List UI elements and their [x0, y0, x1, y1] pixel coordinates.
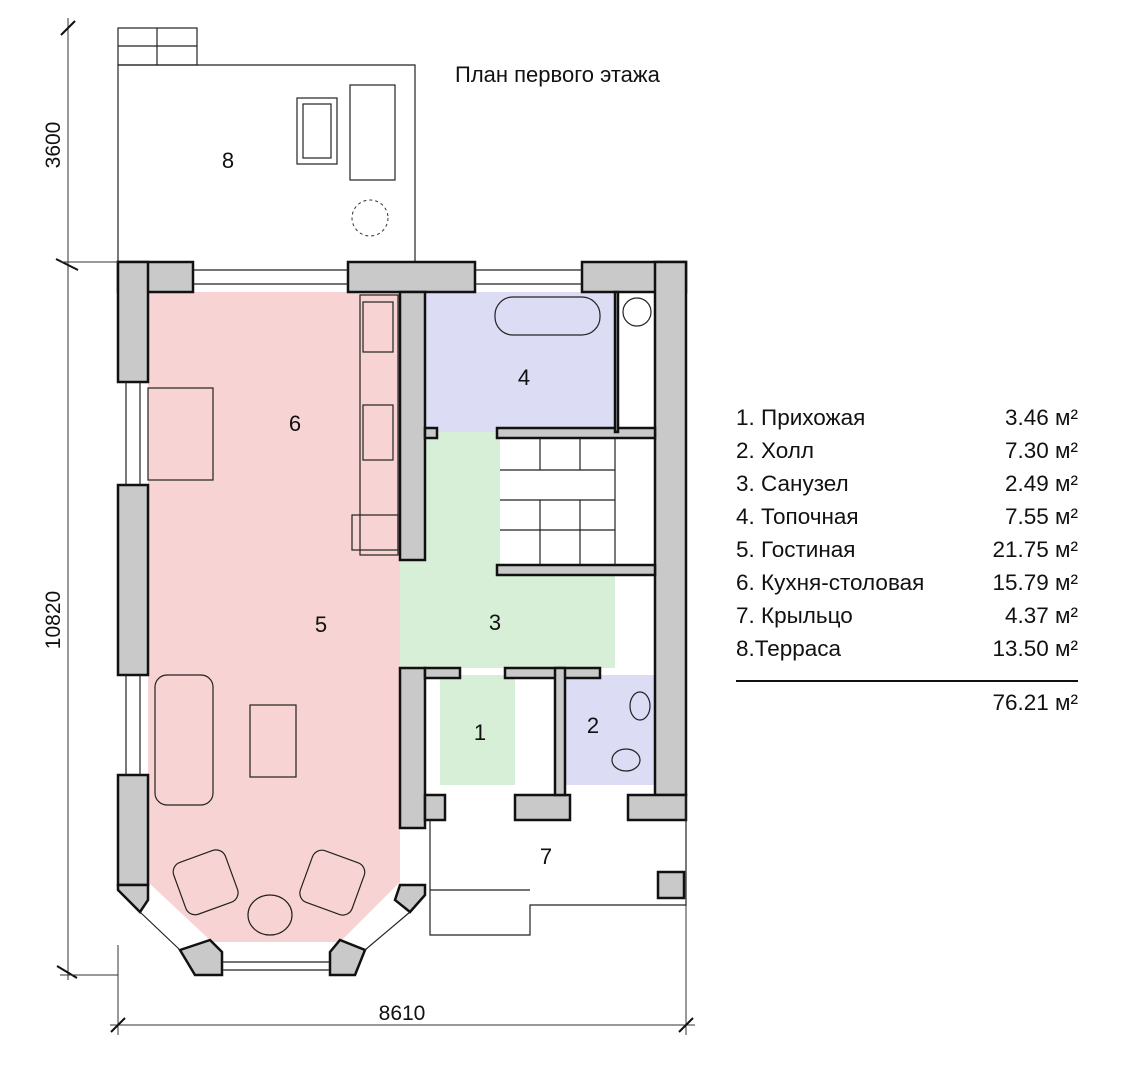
legend-divider	[736, 680, 1078, 682]
wall	[328, 938, 367, 977]
legend-room-name: 2. Холл	[736, 438, 815, 463]
porch-outline	[429, 795, 687, 936]
wall	[346, 260, 477, 294]
legend-row: 3. Санузел 2.49 м²	[736, 470, 1078, 503]
area-legend: 1. Прихожая 3.46 м² 2. Холл 7.30 м² 3. Сан…	[736, 404, 1078, 716]
legend-row: 2. Холл 7.30 м²	[736, 437, 1078, 470]
room-2-fill	[562, 675, 655, 785]
legend-row: 4. Топочная 7.55 м²	[736, 503, 1078, 536]
wall	[495, 563, 657, 577]
kitchen-counter	[359, 294, 399, 556]
legend-room-name: 6. Кухня-столовая	[736, 570, 925, 595]
wall	[553, 666, 567, 797]
room-number-5: 5	[315, 612, 327, 637]
legend-room-name: 3. Санузел	[736, 471, 849, 496]
porch-column	[656, 870, 686, 900]
wall	[513, 793, 572, 822]
legend-room-area: 15.79 м²	[992, 570, 1078, 595]
legend-room-area: 3.46 м²	[1004, 405, 1078, 430]
legend-row: 8.Терраса 13.50 м²	[736, 635, 1078, 668]
room-number-1: 1	[474, 720, 486, 745]
wall	[503, 666, 602, 680]
wall	[116, 260, 150, 384]
wall	[423, 666, 462, 680]
armchair	[299, 849, 366, 916]
room-number-6: 6	[289, 411, 301, 436]
dim-house-width: 8610	[379, 1002, 426, 1025]
wall	[116, 483, 150, 677]
legend-room-area: 7.30 м²	[1004, 438, 1078, 463]
room-number-2: 2	[587, 713, 599, 738]
legend-room-area: 7.55 м²	[1004, 504, 1078, 529]
wall	[398, 290, 427, 562]
wall	[495, 426, 657, 440]
legend-total: 76.21 м²	[992, 690, 1078, 715]
room-number-8: 8	[222, 148, 234, 173]
legend-room-name: 5. Гостиная	[736, 537, 856, 562]
plan-title: План первого этажа	[455, 62, 660, 87]
dimension-lines	[55, 18, 695, 1035]
wall	[178, 938, 224, 977]
room-1-fill	[440, 675, 515, 785]
legend-room-name: 4. Топочная	[736, 504, 859, 529]
legend-room-name: 7. Крыльцо	[736, 603, 853, 628]
legend-room-area: 21.75 м²	[992, 537, 1078, 562]
dim-house-depth: 10820	[42, 591, 65, 649]
wall	[423, 426, 439, 440]
dim-terrace-depth: 3600	[42, 122, 65, 169]
legend-row: 7. Крыльцо 4.37 м²	[736, 602, 1078, 635]
legend-room-area: 2.49 м²	[1004, 471, 1078, 496]
room-4-fill	[425, 292, 615, 432]
washbasin	[629, 691, 651, 721]
room-number-4: 4	[518, 365, 530, 390]
sofa	[154, 674, 214, 806]
legend-row: 1. Прихожая 3.46 м²	[736, 404, 1078, 437]
room-number-7: 7	[540, 844, 552, 869]
room-number-3: 3	[489, 610, 501, 635]
wall	[116, 773, 150, 887]
toilet	[611, 748, 641, 772]
room-5-6-fill	[148, 292, 400, 942]
legend-room-area: 4.37 м²	[1004, 603, 1078, 628]
terrace-sofa	[349, 84, 396, 181]
dining-table	[147, 387, 214, 481]
bathtub	[494, 296, 601, 336]
wall	[116, 883, 150, 914]
washing-machine	[622, 297, 652, 327]
wall	[423, 793, 447, 822]
legend-room-name: 1. Прихожая	[736, 405, 866, 430]
wall	[626, 793, 688, 822]
legend-row: 6. Кухня-столовая 15.79 м²	[736, 569, 1078, 602]
terrace-outline	[117, 64, 416, 262]
legend-room-area: 13.50 м²	[992, 636, 1078, 661]
legend-row: 5. Гостиная 21.75 м²	[736, 536, 1078, 569]
terrace-table	[296, 97, 338, 165]
wall	[613, 290, 620, 434]
round-table	[247, 894, 293, 936]
coffee-table	[249, 704, 297, 778]
room-3-fill	[400, 432, 615, 668]
wall	[393, 883, 427, 914]
wall	[653, 260, 688, 797]
legend-room-name: 8.Терраса	[736, 636, 842, 661]
staircase	[500, 438, 616, 565]
armchair	[172, 849, 239, 916]
wall	[398, 666, 427, 830]
plant-icon	[351, 199, 389, 237]
